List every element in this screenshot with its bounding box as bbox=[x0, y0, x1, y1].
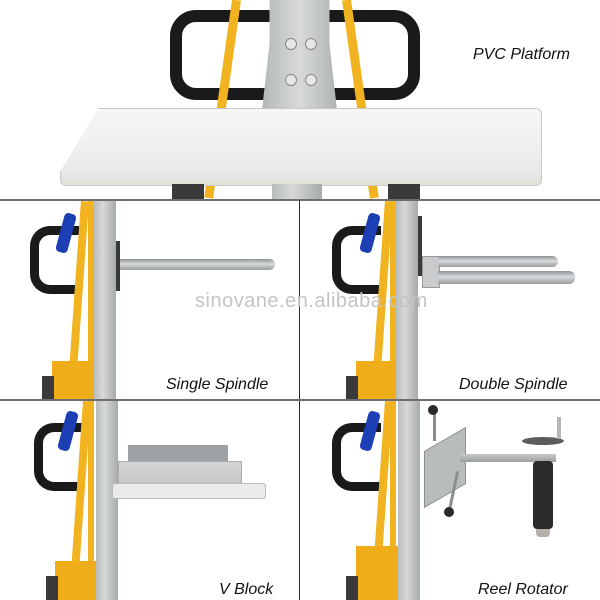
black-handle bbox=[30, 226, 79, 294]
bolt-icon bbox=[305, 38, 317, 50]
mast bbox=[398, 401, 420, 600]
caption-v-block: V Block bbox=[219, 581, 274, 598]
reel-chuck-tip bbox=[536, 529, 550, 537]
yellow-frame-rear bbox=[390, 401, 396, 561]
caption-reel-rotator: Reel Rotator bbox=[478, 581, 568, 598]
caption-single-spindle: Single Spindle bbox=[166, 376, 269, 393]
lever-top bbox=[433, 411, 436, 441]
caption-double-spindle: Double Spindle bbox=[459, 376, 568, 393]
lever-knob-icon bbox=[444, 507, 454, 517]
bolt-icon bbox=[305, 74, 317, 86]
watermark: sinovane.en.alibaba.com bbox=[195, 290, 428, 312]
battery-box bbox=[55, 561, 103, 600]
mast bbox=[272, 184, 322, 200]
divider-horizontal-bottom bbox=[0, 399, 600, 401]
carriage bbox=[116, 241, 120, 291]
yellow-frame-rear bbox=[88, 201, 94, 361]
handwheel bbox=[522, 437, 564, 445]
black-handle bbox=[332, 226, 381, 294]
v-block-back bbox=[128, 445, 228, 463]
lower-spindle-rod bbox=[438, 271, 575, 284]
v-block-base bbox=[112, 483, 266, 499]
mast bbox=[396, 201, 418, 399]
upper-spindle-rod bbox=[438, 256, 558, 267]
platform-support-right bbox=[388, 184, 420, 200]
panel-single-spindle: Single Spindle bbox=[0, 201, 299, 399]
bolt-icon bbox=[285, 38, 297, 50]
panel-reel-rotator: Reel Rotator bbox=[300, 401, 600, 600]
lever-knob-icon bbox=[428, 405, 438, 415]
battery-box bbox=[356, 546, 406, 600]
wheel bbox=[46, 576, 58, 600]
wheel bbox=[346, 376, 358, 399]
wheel bbox=[346, 576, 358, 600]
yellow-frame-rear bbox=[390, 201, 396, 361]
carriage bbox=[418, 216, 422, 276]
panel-v-block: V Block bbox=[0, 401, 299, 600]
mast bbox=[96, 401, 118, 600]
caption-pvc-platform: PVC Platform bbox=[473, 46, 570, 63]
black-handle bbox=[34, 423, 83, 491]
yellow-frame-rear bbox=[88, 401, 94, 561]
platform-support-left bbox=[172, 184, 204, 200]
single-spindle-rod bbox=[120, 259, 275, 270]
reel-chuck bbox=[533, 461, 553, 529]
bolt-icon bbox=[285, 74, 297, 86]
rotator-bracket bbox=[424, 426, 466, 509]
mast-plate bbox=[262, 0, 337, 110]
panel-pvc-platform: PVC Platform bbox=[0, 0, 600, 200]
panel-double-spindle: Double Spindle bbox=[300, 201, 600, 399]
wheel bbox=[42, 376, 54, 399]
handwheel-crank bbox=[557, 417, 561, 439]
divider-horizontal-top bbox=[0, 199, 600, 201]
black-handle bbox=[332, 423, 381, 491]
rotator-arm bbox=[460, 454, 556, 462]
mast bbox=[94, 201, 116, 399]
battery-box bbox=[52, 361, 100, 399]
pvc-platform-board bbox=[60, 108, 542, 186]
